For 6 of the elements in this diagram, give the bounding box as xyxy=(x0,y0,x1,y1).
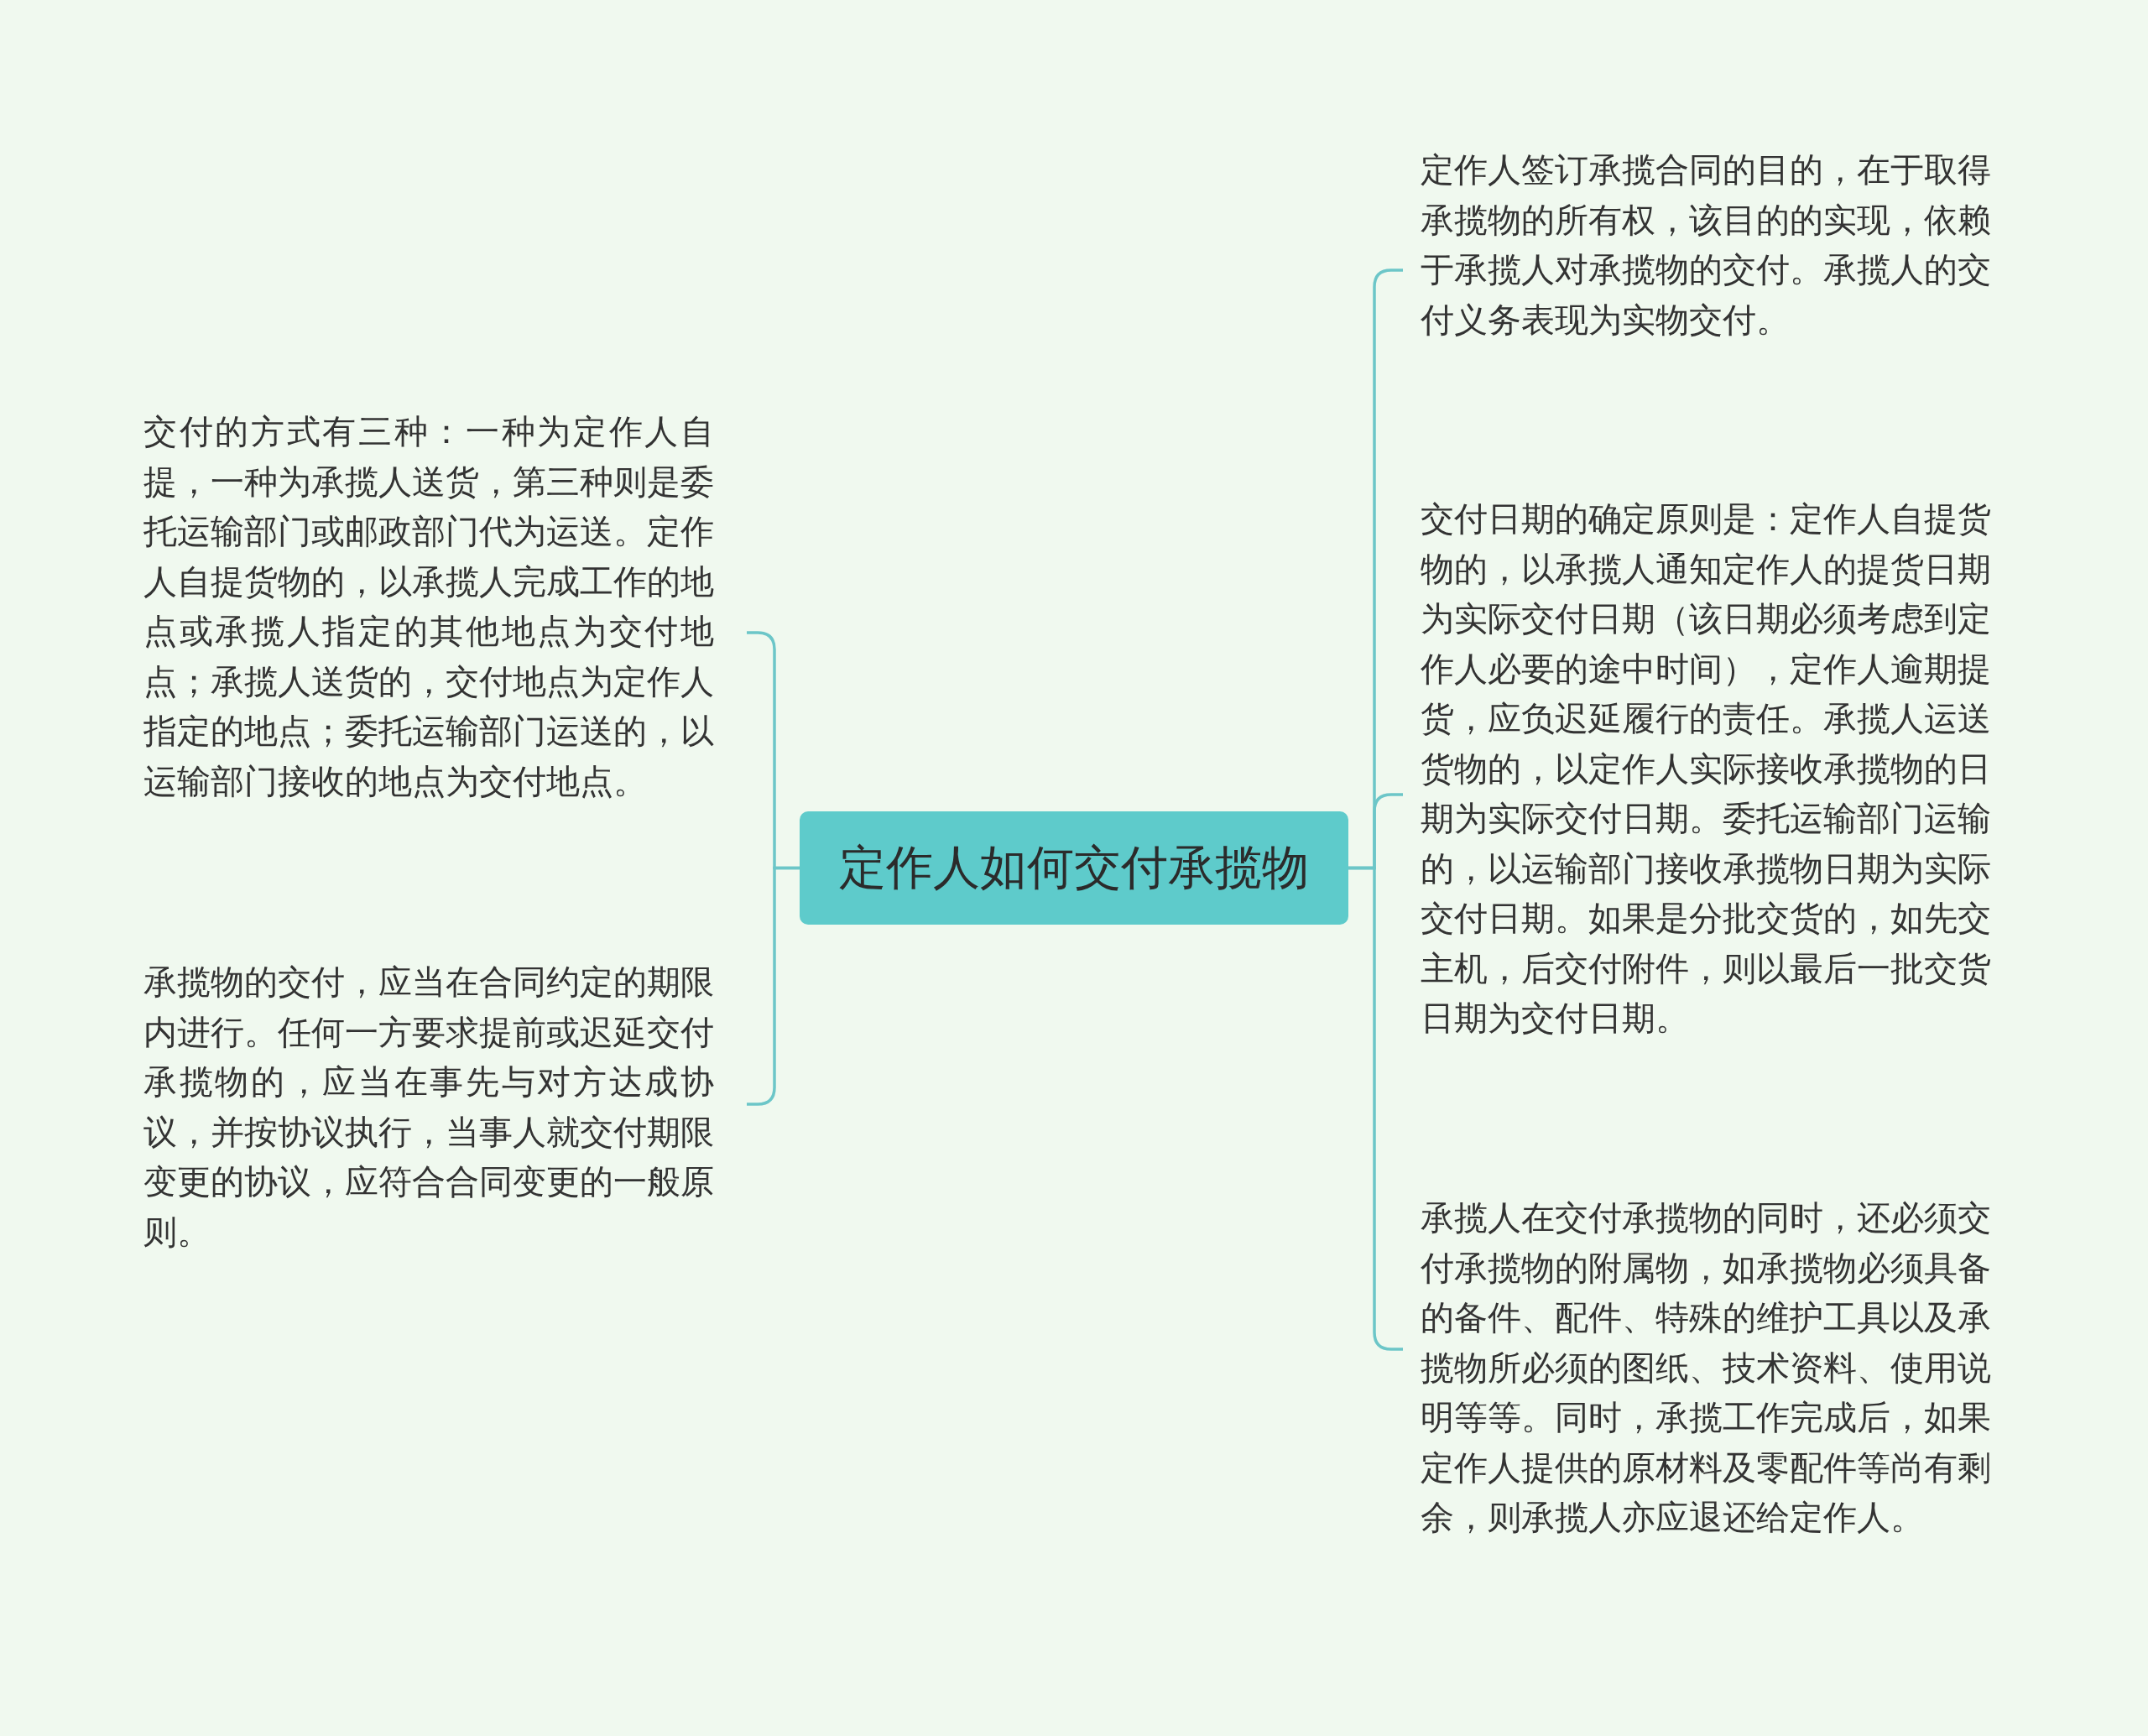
branch-text: 交付日期的确定原则是：定作人自提货物的，以承揽人通知定作人的提货日期为实际交付日期（该日期必须考虑到定作人必要的途中时间），定作人逾期提货，应负迟延履行的责任。承揽人运送货物的，以定作人实际接收承揽物的日期为实际交付日期。委托运输部门运输的，以运输部门接收承揽物日期为实际交付日期。如果是分批交货的，如先交主机，后交付附件，则以最后一批交货日期为交付日期。 xyxy=(1421,494,1991,1044)
branch-text: 承揽人在交付承揽物的同时，还必须交付承揽物的附属物，如承揽物必须具备的备件、配件、特殊的维护工具以及承揽物所必须的图纸、技术资料、使用说明等等。同时，承揽工作完成后，如果定作人提供的原材料及零配件等尚有剩余，则承揽人亦应退还给定作人。 xyxy=(1421,1193,1991,1543)
branch-text: 交付的方式有三种：一种为定作人自提，一种为承揽人送货，第三种则是委托运输部门或邮政部门代为运送。定作人自提货物的，以承揽人完成工作的地点或承揽人指定的其他地点为交付地点；承揽人送货的，交付地点为定作人指定的地点；委托运输部门运送的，以运输部门接收的地点为交付地点。 xyxy=(143,407,714,806)
topic-box: 定作人如何交付承揽物 xyxy=(800,811,1348,925)
branch-text: 定作人签订承揽合同的目的，在于取得承揽物的所有权，该目的的实现，依赖于承揽人对承揽物的交付。承揽人的交付义务表现为实物交付。 xyxy=(1421,145,1991,345)
branch-text: 承揽物的交付，应当在合同约定的期限内进行。任何一方要求提前或迟延交付承揽物的，应当在事先与对方达成协议，并按协议执行，当事人就交付期限变更的协议，应符合合同变更的一般原则。 xyxy=(143,957,714,1257)
